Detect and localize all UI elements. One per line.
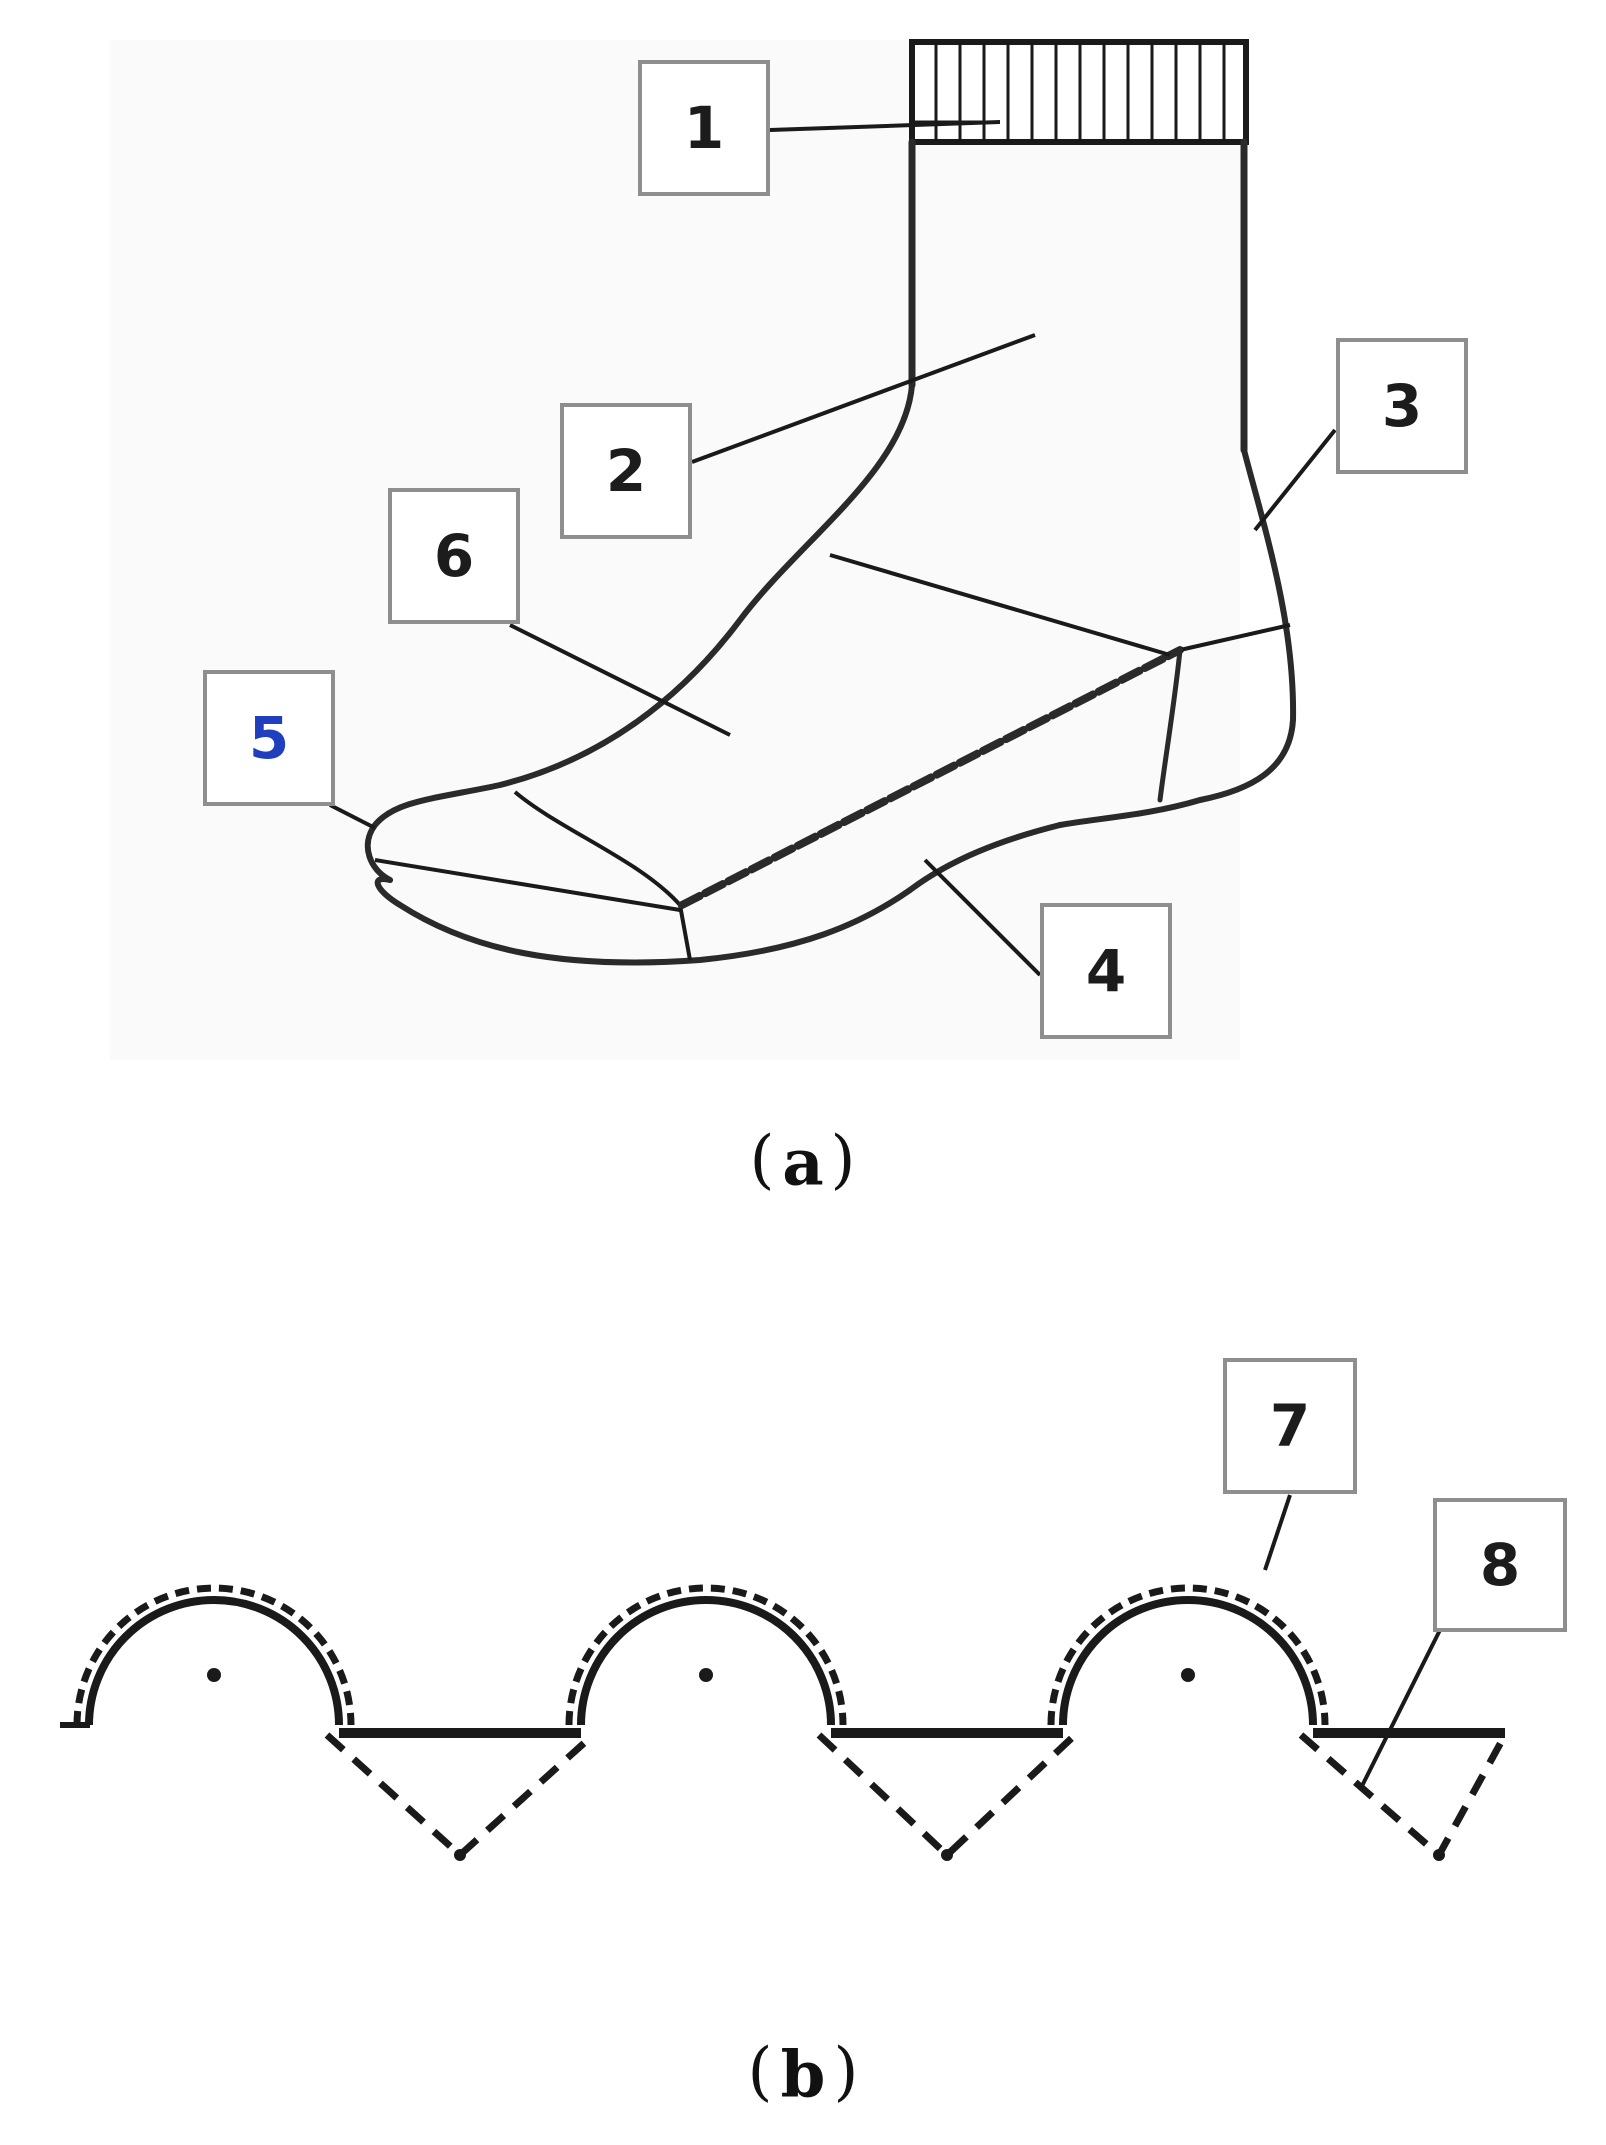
loop-center-dot bbox=[699, 1668, 713, 1682]
toe-seam-line bbox=[374, 858, 681, 912]
callout-label-8: 8 bbox=[1480, 1531, 1520, 1599]
callout-box-1 bbox=[638, 60, 770, 196]
leader-line-1 bbox=[769, 120, 1001, 132]
underlap-vertex-dot bbox=[941, 1849, 953, 1861]
callout-box-5 bbox=[203, 670, 335, 806]
loop-pile-arc bbox=[565, 1584, 847, 1726]
callout-label-4: 4 bbox=[1086, 937, 1126, 1005]
loop-pile-arc bbox=[1047, 1584, 1329, 1726]
callout-box-6 bbox=[388, 488, 520, 624]
callout-label-5: 5 bbox=[249, 704, 289, 772]
leader-line-3 bbox=[1253, 428, 1337, 532]
panel-b-loop-structure bbox=[60, 1584, 1509, 1861]
loop-unit bbox=[565, 1584, 847, 1726]
callout-box-2 bbox=[560, 403, 692, 539]
loop-arc bbox=[577, 1596, 835, 1726]
callout-label-2: 2 bbox=[606, 437, 646, 505]
panel-a-sock-diagram bbox=[110, 39, 1297, 1060]
callout-label-7: 7 bbox=[1270, 1392, 1310, 1460]
foot-diagonal-line bbox=[678, 646, 1184, 909]
caption-a-open-paren: ( bbox=[750, 1123, 775, 1197]
callout-label-3: 3 bbox=[1382, 372, 1422, 440]
leader-line-4 bbox=[923, 858, 1042, 977]
underlap-vertex-dot bbox=[454, 1849, 466, 1861]
panel-a-callouts: 1 2 3 4 5 6 bbox=[203, 60, 1468, 1039]
leader-line-7 bbox=[1263, 1494, 1292, 1571]
toe-boundary-line bbox=[513, 790, 692, 961]
panel-a-background bbox=[110, 40, 1240, 1060]
instep-outline bbox=[364, 382, 915, 883]
instep-separator-line bbox=[829, 553, 1171, 657]
underlap-dashed-v bbox=[816, 1732, 1078, 1860]
caption-b-close-paren: ) bbox=[834, 2035, 859, 2109]
sock-cuff bbox=[909, 39, 1249, 145]
callout-box-4 bbox=[1040, 903, 1172, 1039]
heel-top-line bbox=[1179, 623, 1291, 652]
caption-b-open-paren: ( bbox=[748, 2035, 773, 2109]
heel-boundary-line bbox=[1157, 647, 1183, 803]
loop-center-dot bbox=[207, 1668, 221, 1682]
leader-line-2 bbox=[691, 333, 1036, 464]
leader-line-5 bbox=[329, 803, 376, 830]
underlap-dashed-v bbox=[1298, 1732, 1509, 1861]
caption-b-letter: b bbox=[781, 2038, 826, 2113]
sole-outline bbox=[374, 822, 1063, 966]
caption-b: ( b ) bbox=[748, 2035, 859, 2113]
underlap-dashed-v bbox=[324, 1732, 596, 1860]
underlap-vertex-dot bbox=[1433, 1849, 1445, 1861]
loop-arc bbox=[85, 1596, 343, 1726]
caption-a-letter: a bbox=[782, 1126, 823, 1201]
loop-arc bbox=[1059, 1596, 1317, 1726]
caption-a-close-paren: ) bbox=[831, 1123, 856, 1197]
caption-a: ( a ) bbox=[750, 1123, 856, 1201]
loop-center-dot bbox=[1181, 1668, 1195, 1682]
loop-unit bbox=[73, 1584, 355, 1726]
callout-label-6: 6 bbox=[434, 522, 474, 590]
callout-box-8 bbox=[1433, 1498, 1567, 1632]
callout-box-3 bbox=[1336, 338, 1468, 474]
loop-pile-arc bbox=[73, 1584, 355, 1726]
loop-unit bbox=[1047, 1584, 1329, 1726]
leader-line-8 bbox=[1358, 1629, 1442, 1791]
callout-label-1: 1 bbox=[684, 94, 724, 162]
panel-b-callouts: 7 8 bbox=[1223, 1358, 1567, 1791]
heel-outline bbox=[1057, 447, 1297, 828]
callout-box-7 bbox=[1223, 1358, 1357, 1494]
leader-line-6 bbox=[509, 623, 731, 737]
